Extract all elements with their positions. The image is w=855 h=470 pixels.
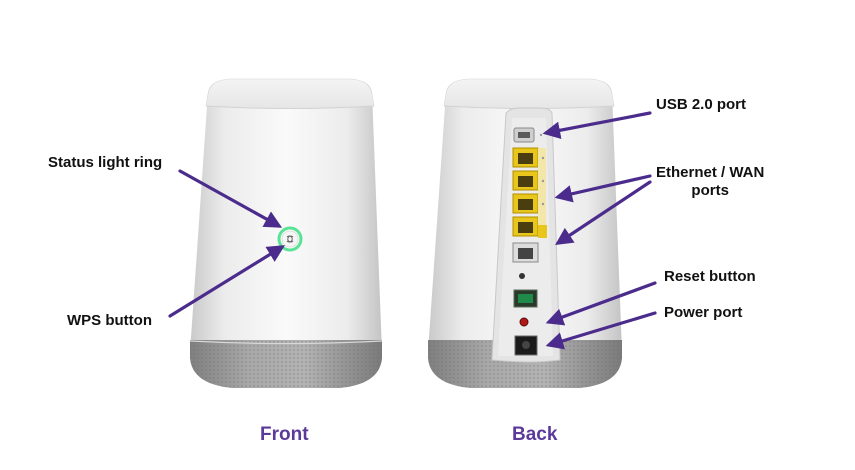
power-port-label: Power port bbox=[664, 304, 743, 321]
front-caption: Front bbox=[260, 424, 309, 445]
arrow-reset bbox=[545, 281, 657, 326]
back-router bbox=[428, 78, 622, 388]
usb-port-label: USB 2.0 port bbox=[656, 96, 747, 113]
arrow-wps bbox=[168, 245, 285, 318]
ethernet-wan-label: Ethernet / WAN ports bbox=[656, 164, 764, 200]
arrow-ethernet bbox=[554, 174, 652, 203]
arrow-usb bbox=[542, 111, 652, 139]
ethernet-wan-label-line1: Ethernet / WAN bbox=[656, 164, 765, 181]
arrow-wan bbox=[555, 180, 652, 245]
reset-button[interactable] bbox=[519, 317, 529, 327]
front-router bbox=[189, 78, 383, 388]
wps-button-label: WPS button bbox=[67, 312, 152, 329]
back-router-top-cap bbox=[443, 78, 615, 109]
front-router-body bbox=[190, 79, 382, 352]
back-caption: Back bbox=[512, 424, 558, 445]
ethernet-wan-label-line2: ports bbox=[691, 182, 729, 199]
arrow-status-light bbox=[178, 169, 283, 228]
ethernet-ports[interactable] bbox=[512, 147, 547, 238]
status-light-ring-label: Status light ring bbox=[48, 154, 163, 171]
front-router-top-cap bbox=[205, 78, 375, 109]
callout-arrows bbox=[168, 111, 657, 350]
arrow-power bbox=[545, 311, 657, 350]
wps-icon[interactable] bbox=[286, 235, 294, 243]
reset-button-label: Reset button bbox=[664, 268, 756, 285]
status-light-ring bbox=[277, 226, 303, 252]
